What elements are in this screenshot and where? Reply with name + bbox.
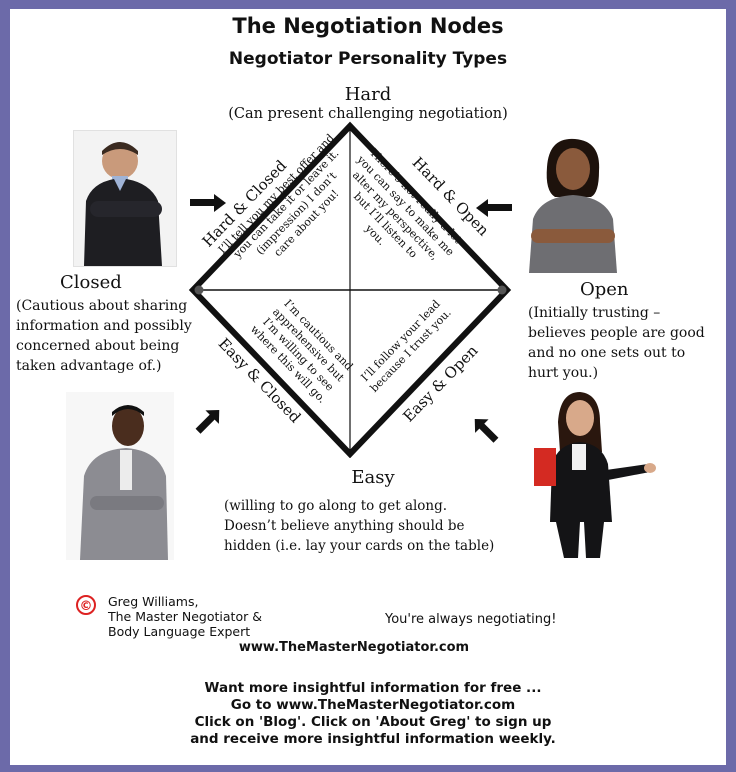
hard-label: Hard — [344, 84, 392, 105]
easy-open-woman-photo — [520, 382, 658, 558]
negotiation-diamond: Hard & Closed I’ll tell you my best offe… — [188, 121, 512, 458]
call-to-action: Want more insightful information for fre… — [190, 680, 556, 747]
main-title: The Negotiation Nodes — [232, 14, 504, 38]
hard-description: (Can present challenging negotiation) — [228, 106, 508, 122]
easy-closed-man-photo — [66, 392, 174, 560]
easy-label: Easy — [351, 467, 395, 488]
right-node-dot — [497, 285, 507, 295]
copyright-icon: © — [76, 595, 96, 615]
arrow-up-right-icon — [195, 410, 220, 434]
subtitle: Negotiator Personality Types — [228, 49, 508, 69]
tagline: You're always negotiating! — [385, 612, 557, 627]
website-link[interactable]: www.TheMasterNegotiator.com — [238, 640, 470, 655]
easy-description: (willing to go along to get along. Doesn… — [224, 498, 495, 554]
arrow-left-icon — [476, 199, 512, 217]
closed-label: Closed — [60, 272, 122, 293]
hard-open-woman-photo — [519, 133, 625, 273]
open-label: Open — [580, 279, 629, 300]
open-description: (Initially trusting – believes people ar… — [528, 305, 705, 381]
arrow-right-icon — [190, 194, 226, 212]
author-credit: Greg Williams, The Master Negotiator & B… — [108, 594, 262, 639]
hard-closed-man-photo — [73, 130, 177, 267]
closed-description: (Cautious about sharing information and … — [16, 298, 192, 374]
arrow-up-left-icon — [474, 419, 499, 443]
left-node-dot — [194, 285, 204, 295]
